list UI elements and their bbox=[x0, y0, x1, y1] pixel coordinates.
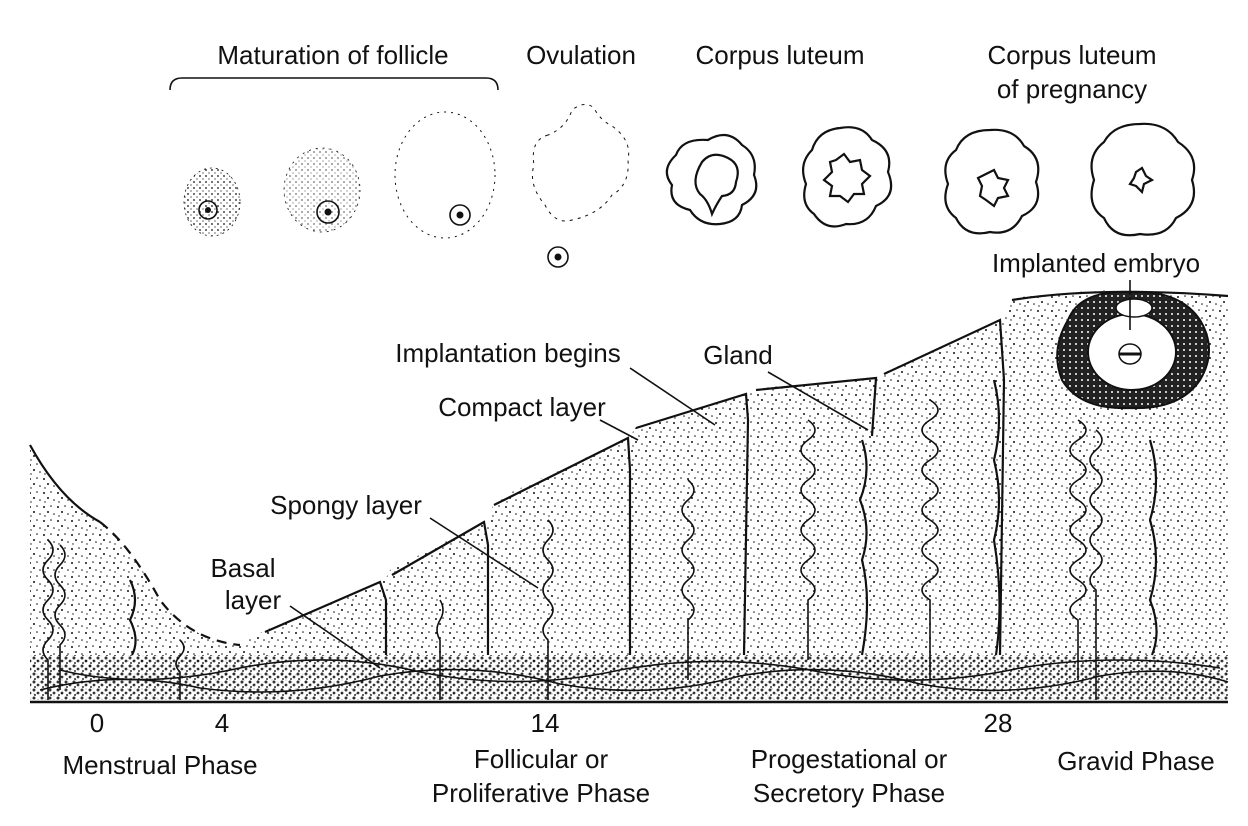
day-ticks: 0 4 14 28 bbox=[90, 708, 1013, 738]
corpus-luteum-label: Corpus luteum bbox=[695, 40, 864, 70]
day-28-label: 28 bbox=[984, 708, 1013, 738]
spongy-layer-label: Spongy layer bbox=[270, 490, 422, 520]
follicular-phase-label-line1: Follicular or bbox=[474, 744, 609, 774]
day-4-label: 4 bbox=[215, 708, 229, 738]
corpus-luteum-mature bbox=[801, 126, 893, 228]
ovulated-follicle bbox=[531, 104, 630, 268]
follicle-early bbox=[183, 167, 241, 237]
corpus-luteum-pregnancy-label-line2: of pregnancy bbox=[997, 74, 1147, 104]
ovulation-label: Ovulation bbox=[526, 40, 636, 70]
implanted-embryo-label: Implanted embryo bbox=[992, 248, 1200, 278]
basal-layer-band bbox=[30, 655, 1228, 700]
day-14-label: 14 bbox=[531, 708, 560, 738]
basal-layer-label-line1: Basal bbox=[210, 553, 275, 583]
implanted-embryo bbox=[1056, 290, 1210, 410]
phase-labels: Menstrual Phase Follicular or Proliferat… bbox=[62, 744, 1214, 808]
corpus-luteum-pregnancy-label-line1: Corpus luteum bbox=[987, 40, 1156, 70]
implantation-begins-label: Implantation begins bbox=[395, 338, 620, 368]
basal-layer-label-line2: layer bbox=[225, 585, 282, 615]
ovary-row: Maturation of follicle Ovulation Corpus … bbox=[169, 40, 1196, 268]
follicle-growing bbox=[283, 147, 361, 233]
corpus-luteum-pregnancy-1 bbox=[944, 128, 1040, 235]
gland-label: Gland bbox=[703, 340, 772, 370]
compact-layer-label: Compact layer bbox=[438, 392, 606, 422]
gravid-phase-label: Gravid Phase bbox=[1057, 746, 1215, 776]
endometrium-surface bbox=[29, 444, 101, 523]
corpus-luteum-pregnancy-2 bbox=[1090, 122, 1196, 237]
maturation-of-follicle-label: Maturation of follicle bbox=[217, 40, 448, 70]
secretory-phase-label-line2: Secretory Phase bbox=[753, 778, 945, 808]
follicle-mature bbox=[394, 111, 496, 239]
layer-labels: Implanted embryo Implantation begins Gla… bbox=[210, 248, 1200, 669]
coiled-glands bbox=[42, 399, 1103, 700]
secretory-phase-label-line1: Progestational or bbox=[751, 744, 948, 774]
follicular-phase-label-line2: Proliferative Phase bbox=[432, 778, 650, 808]
menstrual-phase-label: Menstrual Phase bbox=[62, 750, 257, 780]
day-0-label: 0 bbox=[90, 708, 104, 738]
basal-vessels bbox=[39, 659, 1229, 693]
maturation-bracket bbox=[169, 77, 499, 91]
endometrium bbox=[29, 290, 1229, 700]
corpus-luteum-forming bbox=[665, 133, 758, 226]
